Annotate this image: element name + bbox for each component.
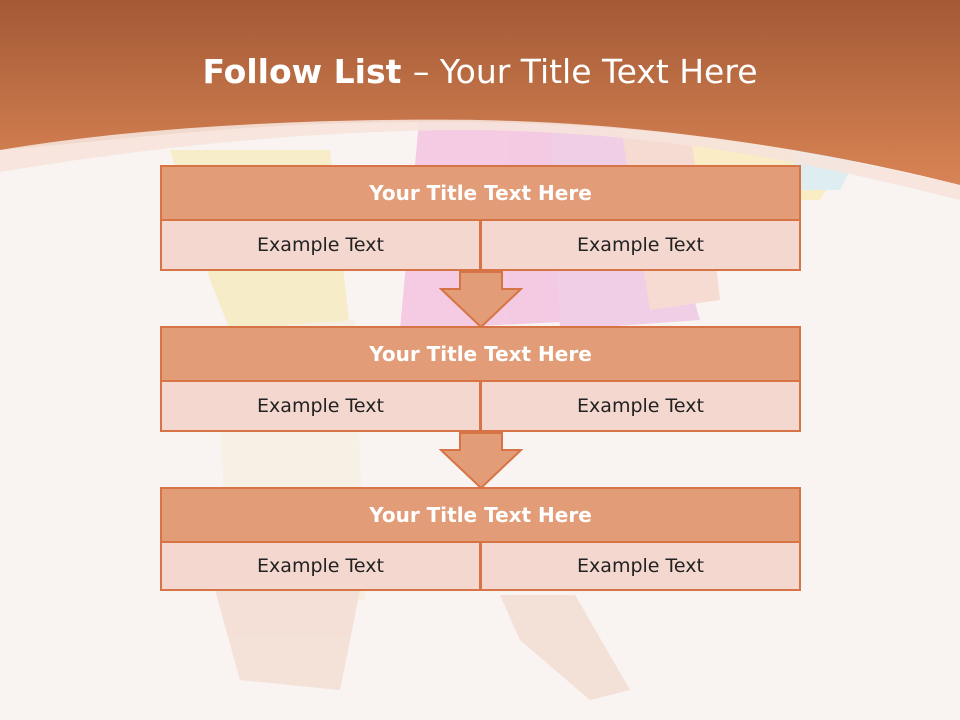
block-row: Example Text Example Text xyxy=(160,382,801,432)
list-block-2: Your Title Text Here Example Text Exampl… xyxy=(160,326,801,432)
block-cell-right: Example Text xyxy=(481,543,801,591)
block-cell-right: Example Text xyxy=(481,382,801,432)
header-arc xyxy=(0,119,960,200)
down-arrow-icon xyxy=(439,271,523,329)
down-arrow-icon xyxy=(439,432,523,490)
list-block-3: Your Title Text Here Example Text Exampl… xyxy=(160,487,801,591)
block-cell-left: Example Text xyxy=(160,382,481,432)
block-row: Example Text Example Text xyxy=(160,221,801,271)
slide-title: Follow List – Your Title Text Here xyxy=(0,52,960,91)
block-title: Your Title Text Here xyxy=(160,165,801,221)
block-cell-right: Example Text xyxy=(481,221,801,271)
title-bold: Follow List xyxy=(202,52,413,91)
block-row: Example Text Example Text xyxy=(160,543,801,591)
title-rest: – Your Title Text Here xyxy=(412,52,758,91)
block-cell-left: Example Text xyxy=(160,543,481,591)
block-title: Your Title Text Here xyxy=(160,487,801,543)
header-band xyxy=(0,0,960,185)
block-cell-left: Example Text xyxy=(160,221,481,271)
block-title: Your Title Text Here xyxy=(160,326,801,382)
list-block-1: Your Title Text Here Example Text Exampl… xyxy=(160,165,801,271)
